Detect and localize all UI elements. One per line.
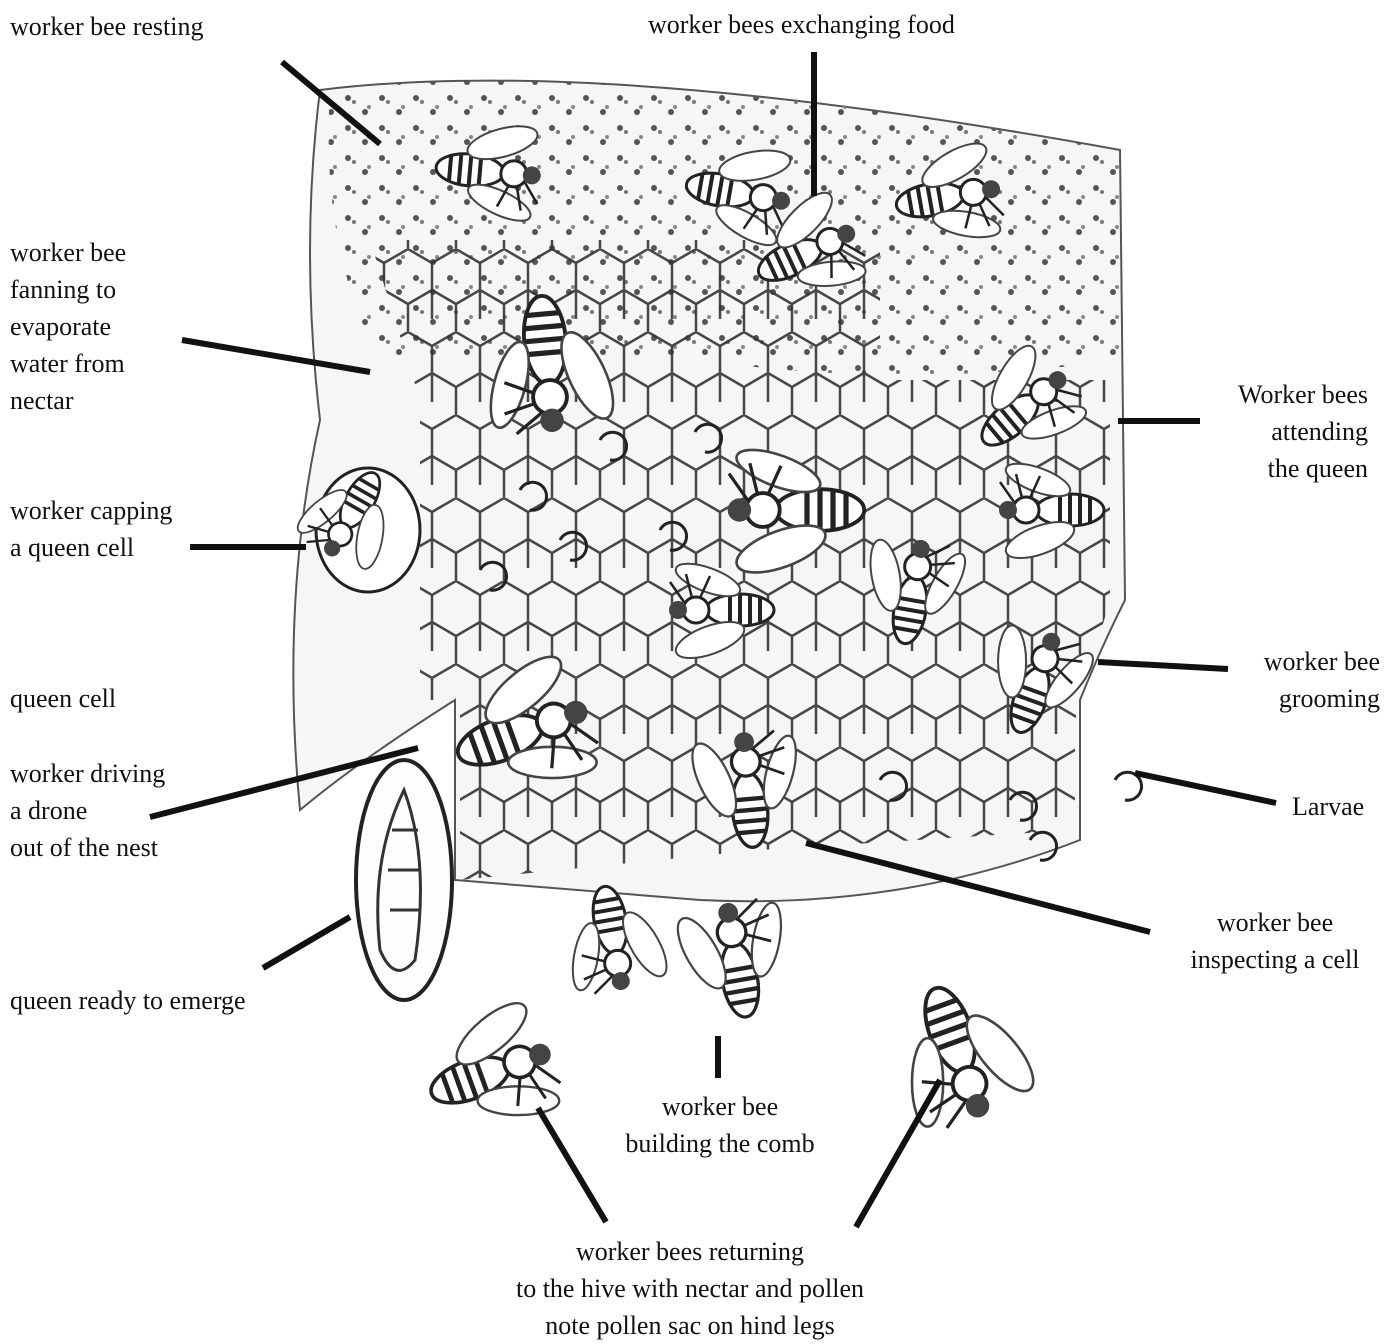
label-line: a drone [10, 792, 165, 829]
label-line: worker bee resting [10, 8, 203, 45]
label-line: grooming [1264, 680, 1380, 717]
label-worker-capping-queen-cell: worker capping a queen cell [10, 492, 172, 566]
label-line: worker bee [580, 1088, 860, 1125]
label-worker-bee-building-comb: worker bee building the comb [580, 1088, 860, 1162]
line-returning-right [856, 1080, 940, 1227]
label-queen-ready-to-emerge: queen ready to emerge [10, 982, 246, 1019]
label-worker-bees-attending-queen: Worker bees attending the queen [1238, 376, 1368, 487]
label-line: fanning to [10, 271, 126, 308]
label-line: building the comb [580, 1125, 860, 1162]
label-line: note pollen sac on hind legs [440, 1307, 940, 1344]
label-line: worker bees exchanging food [648, 6, 955, 43]
label-line: the queen [1238, 450, 1368, 487]
label-line: to the hive with nectar and pollen [440, 1270, 940, 1307]
label-queen-cell: queen cell [10, 680, 116, 717]
bee-building [666, 893, 803, 1027]
label-line: worker bee [10, 234, 126, 271]
line-grooming [1098, 662, 1228, 669]
label-line: evaporate [10, 308, 126, 345]
line-larvae [1135, 773, 1276, 803]
label-line: attending [1238, 413, 1368, 450]
label-line: queen ready to emerge [10, 982, 246, 1019]
label-line: nectar [10, 382, 126, 419]
line-queen-emerge [263, 917, 350, 968]
queen-cell-shape [356, 760, 452, 1000]
label-line: worker capping [10, 492, 172, 529]
label-line: worker bee [1264, 643, 1380, 680]
label-line: out of the nest [10, 829, 165, 866]
label-line: inspecting a cell [1165, 941, 1385, 978]
label-worker-driving-drone: worker driving a drone out of the nest [10, 755, 165, 866]
label-line: worker bee [1165, 904, 1385, 941]
label-worker-bees-returning: worker bees returning to the hive with n… [440, 1233, 940, 1344]
label-worker-bee-resting: worker bee resting [10, 8, 203, 45]
label-line: Larvae [1292, 788, 1364, 825]
label-line: a queen cell [10, 529, 172, 566]
label-worker-bees-exchanging-food: worker bees exchanging food [648, 6, 955, 43]
label-line: water from [10, 345, 126, 382]
label-larvae: Larvae [1292, 788, 1364, 825]
label-line: worker bees returning [440, 1233, 940, 1270]
label-line: queen cell [10, 680, 116, 717]
label-worker-bee-grooming: worker bee grooming [1264, 643, 1380, 717]
bee-returning-right [870, 964, 1049, 1140]
label-worker-bee-inspecting-cell: worker bee inspecting a cell [1165, 904, 1385, 978]
label-line: worker driving [10, 755, 165, 792]
label-line: Worker bees [1238, 376, 1368, 413]
label-worker-bee-fanning: worker bee fanning to evaporate water fr… [10, 234, 126, 419]
